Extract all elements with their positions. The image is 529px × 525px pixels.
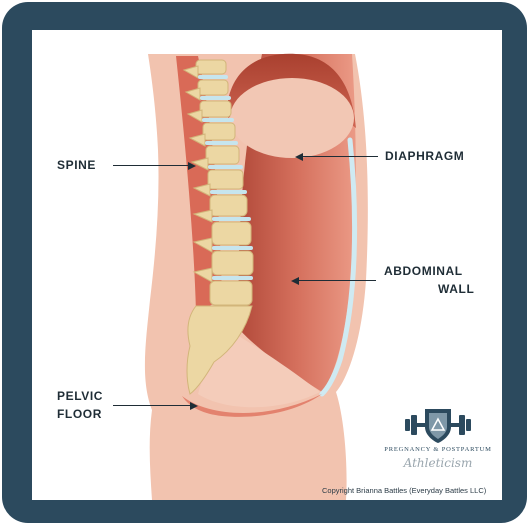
rib-cavity: [230, 78, 354, 158]
pelvic-label-line1: PELVIC: [57, 388, 103, 405]
diaphragm-label: DIAPHRAGM: [385, 148, 464, 165]
pelvic-pointer-line: [113, 405, 193, 406]
spine-label: SPINE: [57, 157, 96, 174]
spine-pointer-line: [113, 165, 191, 166]
brand-name: PREGNANCY & POSTPARTUM: [376, 446, 500, 453]
abdominal-label-line2: WALL: [438, 281, 474, 298]
abdominal-pointer-line: [296, 280, 376, 281]
copyright-text: Copyright Brianna Battles (Everyday Batt…: [322, 486, 486, 495]
dumbbell-shield-icon: [403, 405, 473, 445]
diaphragm-pointer-line: [300, 156, 378, 157]
abdominal-label-line1: ABDOMINAL: [384, 263, 463, 280]
brand-script: Athleticism: [376, 456, 500, 470]
pelvic-label-line2: FLOOR: [57, 406, 102, 423]
